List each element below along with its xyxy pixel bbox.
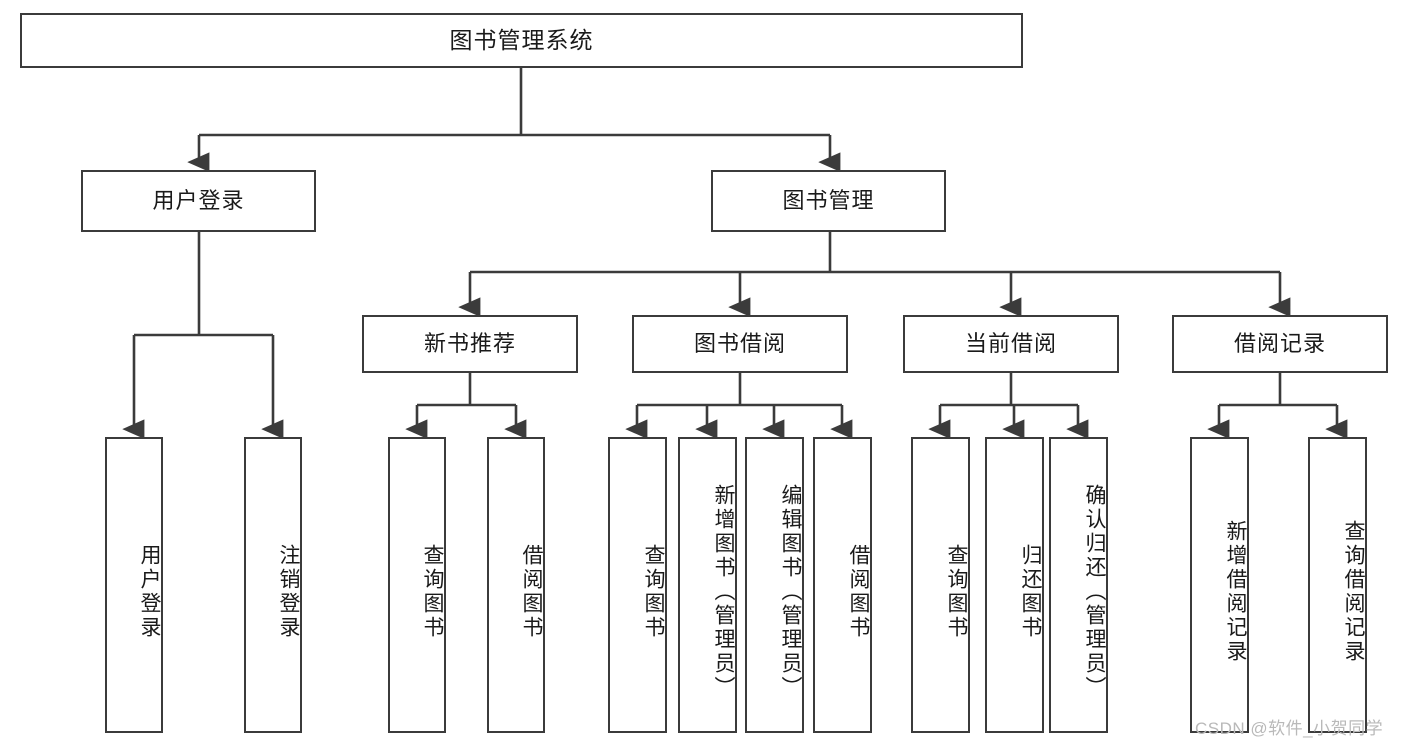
- node-book-borrow[interactable]: 图书借阅: [632, 315, 848, 373]
- node-borrow-record[interactable]: 借阅记录: [1172, 315, 1388, 373]
- node-current-borrow[interactable]: 当前借阅: [903, 315, 1119, 373]
- node-root[interactable]: 图书管理系统: [20, 13, 1023, 68]
- node-new-book-recommend[interactable]: 新书推荐: [362, 315, 578, 373]
- leaf-add-book[interactable]: 新增图书（管理员）: [678, 437, 737, 733]
- leaf-borrow-book[interactable]: 借阅图书: [813, 437, 872, 733]
- leaf-edit-book[interactable]: 编辑图书（管理员）: [745, 437, 804, 733]
- leaf-query-book-bor[interactable]: 查询图书: [608, 437, 667, 733]
- leaf-add-record[interactable]: 新增借阅记录: [1190, 437, 1249, 733]
- leaf-user-login[interactable]: 用户登录: [105, 437, 163, 733]
- node-user-login[interactable]: 用户登录: [81, 170, 316, 232]
- leaf-logout[interactable]: 注销登录: [244, 437, 302, 733]
- leaf-borrow-book-rec[interactable]: 借阅图书: [487, 437, 545, 733]
- leaf-return-book[interactable]: 归还图书: [985, 437, 1044, 733]
- leaf-query-book-rec[interactable]: 查询图书: [388, 437, 446, 733]
- leaf-query-record[interactable]: 查询借阅记录: [1308, 437, 1367, 733]
- node-book-manage[interactable]: 图书管理: [711, 170, 946, 232]
- leaf-confirm-return[interactable]: 确认归还（管理员）: [1049, 437, 1108, 733]
- leaf-query-book-cur[interactable]: 查询图书: [911, 437, 970, 733]
